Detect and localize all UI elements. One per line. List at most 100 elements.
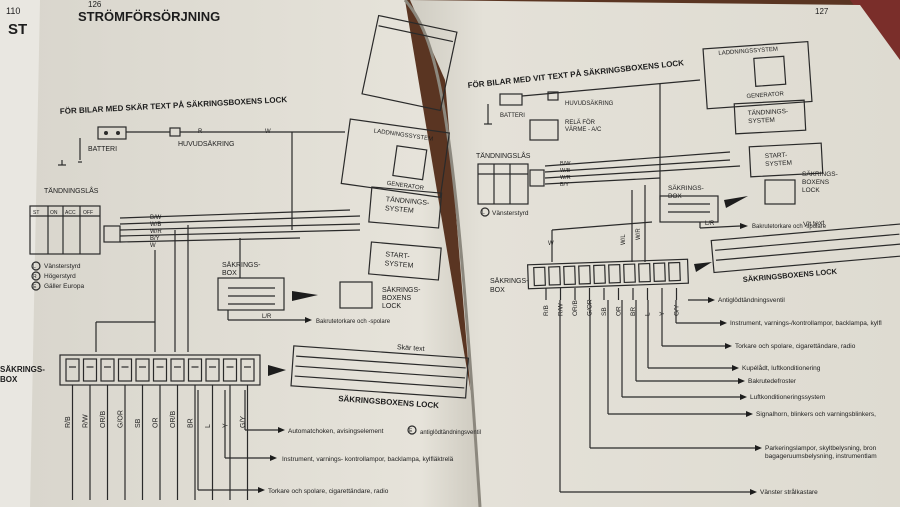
left-circuit-outputs: Automatchoken, avisingselement E antiglö… — [197, 390, 481, 495]
spine-shadow — [403, 0, 482, 507]
rwire-wr2: W/R — [636, 228, 642, 240]
right-main-fuse-label: HUVUDSÄKRING — [565, 100, 614, 107]
rwire-w: W — [548, 241, 554, 247]
fuse-wire-label: L — [205, 424, 212, 428]
fuse-wire-label: BR — [630, 307, 637, 316]
rwire-wl: W/L — [621, 234, 627, 245]
fuse-wire-label: G/Y — [240, 416, 247, 428]
left-legend: L Vänsterstyrd R Högerstyrd E Gäller Eur… — [31, 261, 84, 291]
right-start-system: START-SYSTEM — [748, 142, 824, 178]
svg-text:TÄNDNINGS-SYSTEM: TÄNDNINGS-SYSTEM — [385, 195, 431, 216]
wire-wb: W/B — [150, 222, 161, 228]
fuse-cell — [100, 358, 115, 382]
left-circuit-2: Instrument, varnings- kontrollampor, bac… — [282, 456, 454, 463]
left-battery-label: BATTERI — [88, 146, 117, 153]
rwire-wr: W/R — [560, 175, 571, 181]
right-main-fuse — [547, 91, 559, 101]
wire-wr: W/R — [150, 229, 162, 235]
right-battery: BATTERI — [484, 93, 525, 125]
legend-left-hand: Vänsterstyrd — [44, 263, 81, 270]
fuse-wire-label: OR — [153, 418, 160, 429]
svg-text:TÄNDNINGS-SYSTEM: TÄNDNINGS-SYSTEM — [748, 107, 789, 125]
ignition-col-on: ON — [50, 210, 58, 216]
left-ignition-system: TÄNDNINGS-SYSTEM — [368, 186, 443, 229]
fuse-cell — [187, 358, 203, 382]
left-ignition-label: TÄNDNINGSLÅS — [44, 186, 99, 195]
fuse-cell — [653, 262, 666, 283]
right-ignition-system: TÄNDNINGS-SYSTEM — [733, 99, 807, 135]
svg-text:START-SYSTEM: START-SYSTEM — [765, 152, 792, 168]
back-page-number: 110 — [6, 6, 20, 16]
right-circuit-label: Antiglödtändningsventil — [718, 297, 785, 304]
right-ignition-wires: B/W W/B W/R B/Y — [544, 151, 741, 188]
fuse-cell — [623, 263, 636, 284]
right-battery-label: BATTERI — [500, 113, 525, 119]
fuse-wire-label: SB — [135, 418, 142, 428]
left-ignition-table: ST ON ACC OFF — [29, 205, 121, 255]
fuse-wire-label: BR — [188, 418, 195, 428]
fuse-cell — [65, 358, 80, 382]
left-start-system: START-SYSTEM — [368, 241, 442, 281]
left-ignition-system-label-1: TÄNDNINGS- — [386, 195, 431, 207]
left-battery: BATTERI — [58, 126, 127, 166]
right-rear-wiper-label: Bakrutetorkare och -spolare — [752, 224, 827, 230]
right-page — [410, 0, 900, 507]
legend-right-hand: Högerstyrd — [44, 273, 76, 280]
wire-bw: B/W — [150, 215, 162, 221]
left-ignition-wires: B/W W/B W/R B/Y W — [119, 209, 361, 249]
fuse-cell — [117, 358, 133, 382]
fuse-cell — [222, 358, 238, 382]
right-circuit-label: Signalhorn, blinkers och varningsblinker… — [756, 411, 876, 418]
right-circuit-label: Instrument, varnings-/kontrollampor, bac… — [730, 320, 882, 327]
fuse-cell — [135, 358, 150, 382]
fuse-wire-label: OR/B — [170, 411, 177, 428]
fuse-cell — [240, 358, 255, 382]
rwire-bw: B/W — [560, 161, 571, 167]
fuse-wire-label: OR/B — [572, 300, 579, 316]
right-left-hand-note: Vänsterstyrd — [492, 210, 529, 217]
svg-text:L: L — [482, 210, 485, 216]
ignition-col-acc: ACC — [65, 210, 76, 216]
fuse-wire-label: OR/B — [100, 411, 107, 428]
right-alternator: LADDNINGSSYSTEM GENERATOR — [702, 40, 813, 110]
fuse-cell — [593, 264, 606, 285]
fuse-cell — [563, 265, 576, 286]
left-circuit-3: Torkare och spolare, cigarettändare, rad… — [268, 488, 389, 495]
left-page — [30, 0, 490, 507]
back-page-title-fragment: ST — [8, 21, 27, 38]
page-title: STRÖMFÖRSÖRJNING — [78, 9, 220, 24]
right-alternator-label: LADDNINGSSYSTEM — [718, 47, 778, 57]
fuse-cell — [548, 266, 561, 286]
svg-text:SÄKRINGS-BOX: SÄKRINGS-BOX — [0, 365, 45, 384]
wire-lr: L/R — [262, 314, 272, 320]
legend-europe: Gäller Europa — [44, 283, 84, 290]
right-circuit-label: Kupélådt, luftkonditionering — [742, 364, 821, 372]
svg-text:SÄKRINGS-BOX: SÄKRINGS-BOX — [490, 277, 529, 294]
right-circuit-label: Bakrutedefroster — [748, 378, 797, 385]
ignition-col-st: ST — [33, 210, 39, 216]
svg-text:L: L — [33, 264, 36, 270]
rwire-by: B/Y — [560, 182, 569, 188]
color-code-table — [361, 14, 458, 112]
fuse-cell — [668, 261, 681, 282]
right-ignition-table — [477, 163, 545, 205]
fuse-wire-label: OR — [616, 306, 623, 316]
left-circuit-1: Automatchoken, avisingselement — [288, 428, 384, 435]
fuse-wire-label: R/W — [83, 414, 90, 428]
wire-w: W — [150, 243, 156, 249]
fuse-wire-label: G/Y — [674, 304, 681, 316]
fuse-wire-label: SB — [601, 307, 608, 316]
left-rear-wiper-label: Bakrutetorkare och -spolare — [316, 319, 391, 325]
wire-by: B/Y — [150, 236, 160, 242]
fuse-wire-label: G/OR — [118, 410, 125, 428]
left-main-fuse-label: HUVUDSÄKRING — [178, 140, 234, 148]
